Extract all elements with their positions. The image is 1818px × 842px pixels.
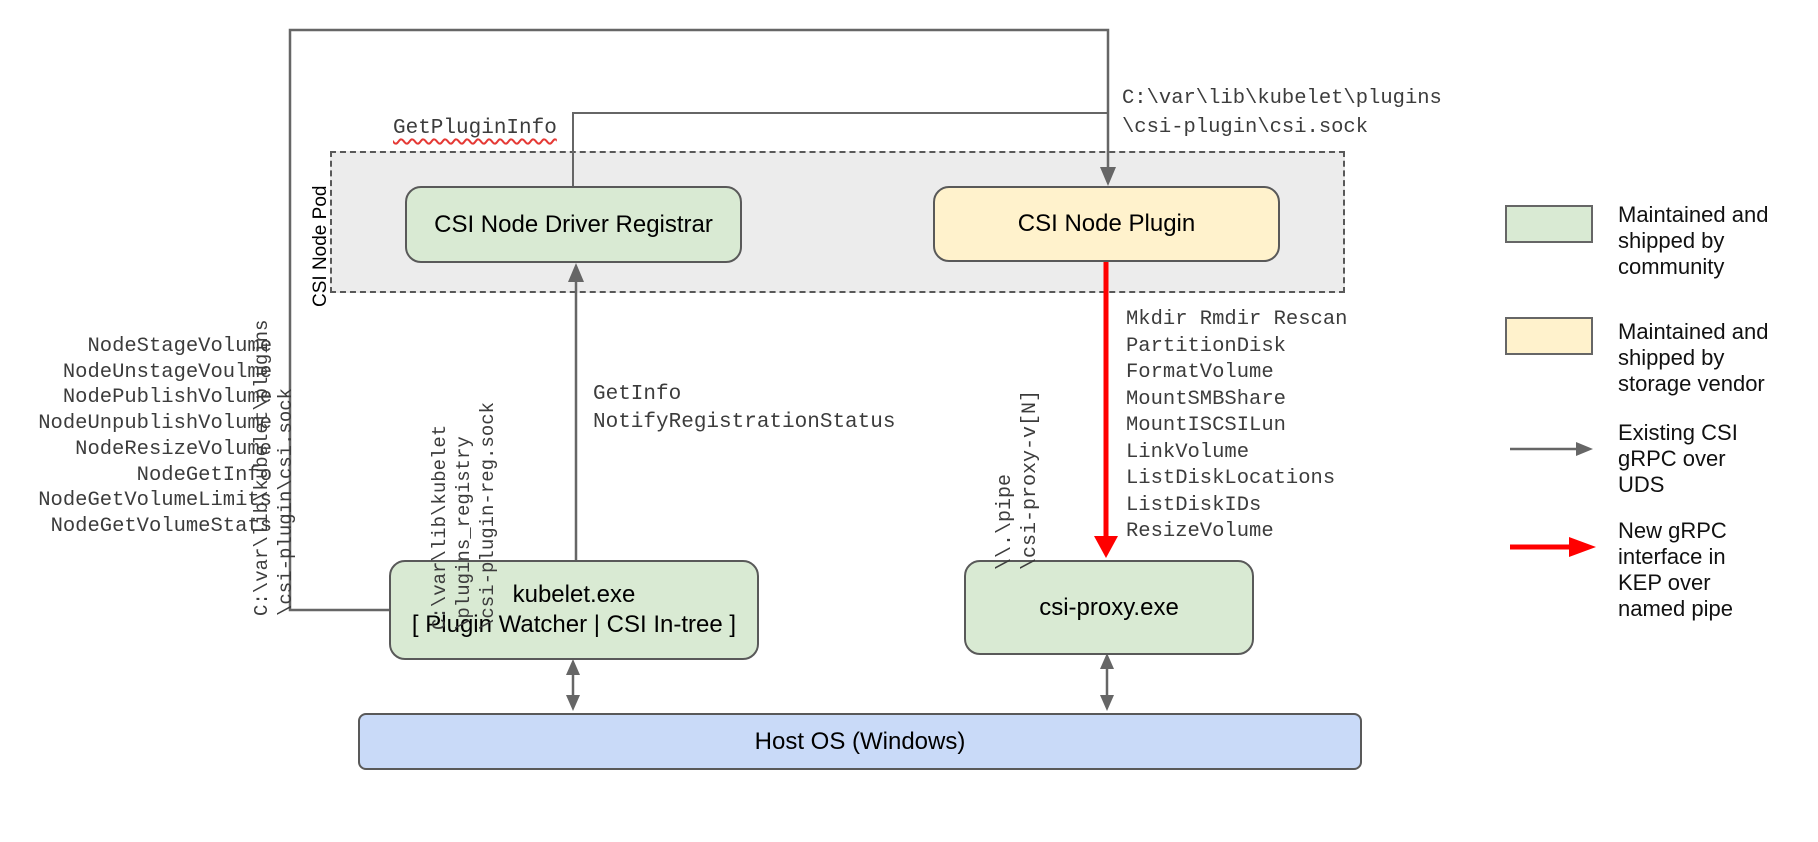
node-call: NodeGetVolumeLimits <box>38 489 272 513</box>
node-call: NodeGetInfo <box>136 463 272 487</box>
csi-proxy-label: csi-proxy.exe <box>1039 593 1179 621</box>
proxy-call: FormatVolume <box>1126 361 1274 384</box>
node-call: NodeGetVolumeStats <box>50 514 272 538</box>
kubelet-label-line1: kubelet.exe <box>512 581 636 608</box>
kubelet-box: kubelet.exe [ Plugin Watcher | CSI In-tr… <box>389 560 759 660</box>
registrar-label: CSI Node Driver Registrar <box>434 210 713 238</box>
proxy-call: Mkdir Rmdir Rescan <box>1126 308 1348 331</box>
kubelet-hostos-down-arrowhead-icon <box>566 695 580 711</box>
kubelet-hostos-up-arrowhead-icon <box>566 659 580 675</box>
legend-community-swatch-icon <box>1505 205 1593 243</box>
legend-namedpipe-arrowhead-icon <box>1569 537 1596 557</box>
proxy-call: ListDiskLocations <box>1126 467 1336 490</box>
csi-sock-path-left: C:\var\lib\kubelet\plugins \csi-plugin\c… <box>251 319 297 616</box>
plugin-to-proxy-arrowhead-icon <box>1094 536 1118 558</box>
proxy-call: MountISCSILun <box>1126 414 1286 437</box>
kubelet-to-registrar-arrowhead-icon <box>568 263 584 282</box>
get-plugin-info-label: GetPluginInfo <box>393 117 557 140</box>
proxy-call: MountSMBShare <box>1126 387 1286 411</box>
named-pipe-path: \\.\pipe \csi-proxy-v[N] <box>994 389 1042 570</box>
host-os-label: Host OS (Windows) <box>754 727 966 755</box>
legend-vendor-text: Maintained and shipped by storage vendor <box>1618 319 1769 396</box>
node-call: NodeUnstageVoulme <box>62 360 272 384</box>
node-call: NodeStageVolume <box>87 335 272 358</box>
kubelet-to-plugin-uds-line <box>288 28 1110 612</box>
kubelet-label-line2: [ Plugin Watcher | CSI In-tree ] <box>411 611 737 638</box>
legend-uds-text: Existing CSI gRPC over UDS <box>1618 420 1738 497</box>
csi-sock-path-top: C:\var\lib\kubelet\plugins \csi-plugin\c… <box>1122 87 1442 139</box>
proxy-hostos-down-arrowhead-icon <box>1100 695 1114 711</box>
csi-node-plugin-box: CSI Node Plugin <box>933 186 1280 262</box>
csi-proxy-box: csi-proxy.exe <box>964 560 1254 655</box>
plugin-label: CSI Node Plugin <box>1017 210 1196 237</box>
node-calls-list: NodeStageVolume NodeUnstageVoulme NodePu… <box>38 334 272 540</box>
proxy-call: PartitionDisk <box>1126 334 1286 358</box>
csi-node-driver-registrar-box: CSI Node Driver Registrar <box>405 186 742 263</box>
node-call: NodeUnpublishVolume <box>38 412 272 436</box>
proxy-call: LinkVolume <box>1126 440 1250 464</box>
kubelet-to-plugin-arrowhead-icon <box>1100 167 1116 186</box>
proxy-calls-list: Mkdir Rmdir Rescan PartitionDisk FormatV… <box>1126 307 1347 546</box>
node-call: NodePublishVolume <box>62 386 272 410</box>
proxy-hostos-up-arrowhead-icon <box>1100 653 1114 669</box>
legend-namedpipe-text: New gRPC interface in KEP over named pip… <box>1618 518 1733 621</box>
proxy-call: ListDiskIDs <box>1126 493 1262 517</box>
legend-vendor-swatch-icon <box>1505 317 1593 355</box>
proxy-call: ResizeVolume <box>1126 520 1274 543</box>
legend-uds-arrowhead-icon <box>1576 442 1593 456</box>
registrar-to-plugin-line <box>572 112 1108 186</box>
legend-community-text: Maintained and shipped by community <box>1618 202 1769 279</box>
node-call: NodeResizeVolume <box>75 437 272 461</box>
host-os-box: Host OS (Windows) <box>358 713 1362 770</box>
registration-calls: GetInfo NotifyRegistrationStatus <box>593 383 896 434</box>
registration-sock-path: C:\var\lib\kubelet \plugins_registry \cs… <box>429 401 499 630</box>
